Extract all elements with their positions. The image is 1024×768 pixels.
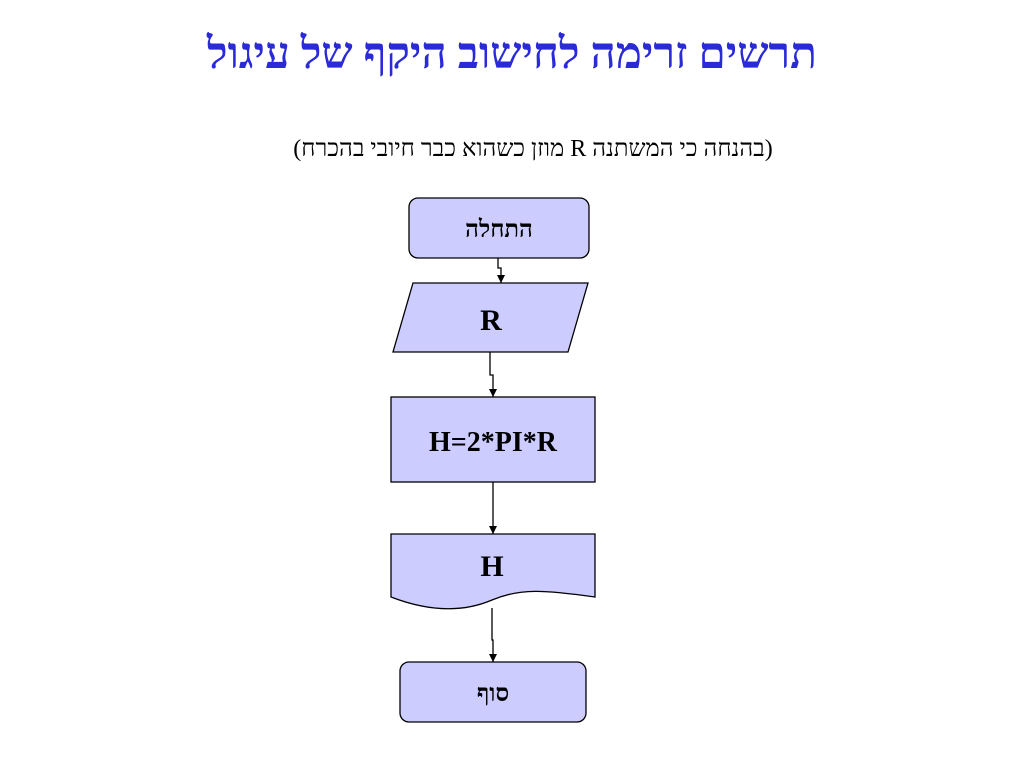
start-node: התחלה (408, 197, 590, 259)
end-node-label: סוף (477, 681, 509, 707)
connector-start-to-input (497, 258, 505, 283)
connector-input-to-process (489, 352, 497, 397)
end-node: סוף (399, 661, 587, 723)
output-node-label: H (480, 550, 503, 583)
process-node: H=2*PI*R (390, 396, 596, 483)
connector-output-to-end (489, 608, 497, 662)
slide-subtitle: (בהנחה כי המשתנה R מוזן כשהוא כבר חיובי … (293, 136, 773, 162)
input-node-label: R (480, 304, 502, 337)
process-node-label: H=2*PI*R (429, 427, 558, 458)
output-node: H (390, 533, 596, 610)
input-node: R (392, 282, 589, 353)
start-node-label: התחלה (465, 217, 533, 243)
slide-title: תרשים זרימה לחישוב היקף של עיגול (207, 29, 817, 78)
